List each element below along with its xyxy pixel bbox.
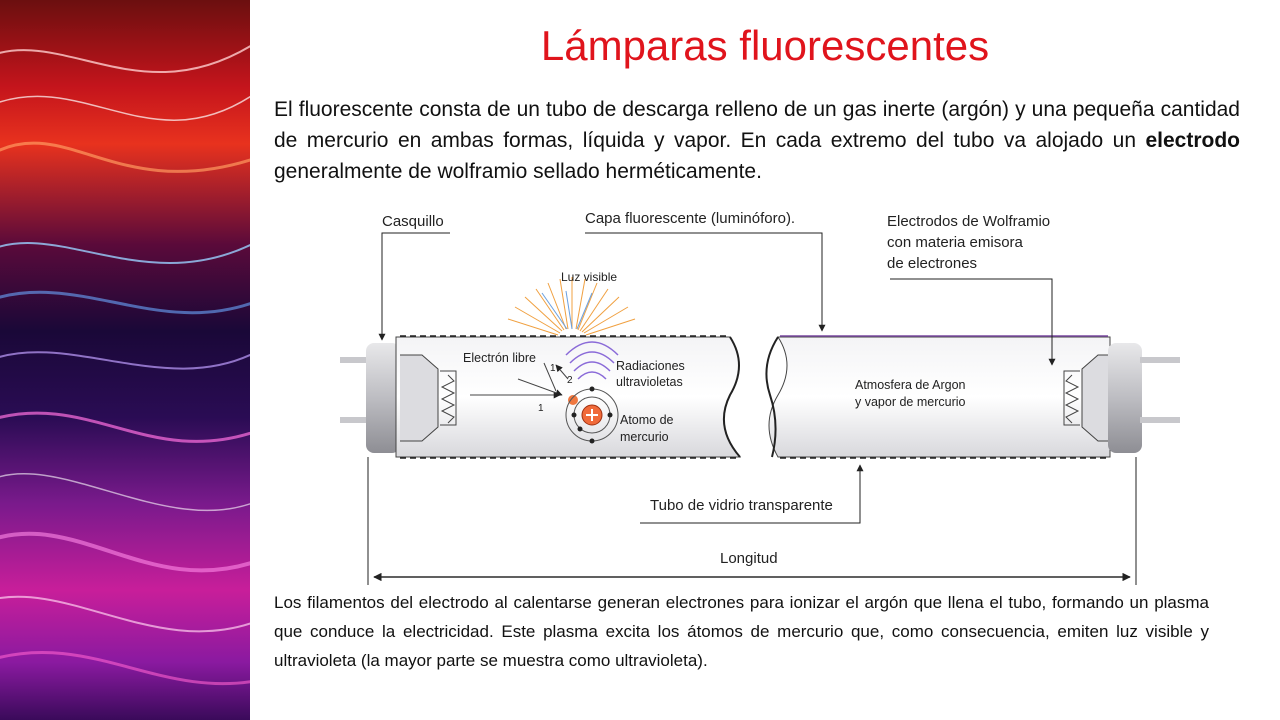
- abstract-light-streaks: [0, 44, 250, 686]
- label-n1b: 1: [538, 403, 544, 414]
- tubo-leader: [640, 464, 864, 524]
- label-electrodos-1: Electrodos de Wolframio: [887, 213, 1050, 230]
- right-tube-section: [768, 336, 1111, 458]
- label-atomo-2: mercurio: [620, 430, 669, 444]
- left-tube-section: [395, 336, 742, 458]
- label-luz-visible: Luz visible: [561, 270, 617, 284]
- intro-bold-term: electrodo: [1145, 129, 1240, 152]
- label-tubo-vidrio: Tubo de vidrio transparente: [650, 497, 833, 514]
- left-electrode: [400, 354, 457, 442]
- decorative-side-image: [0, 0, 250, 720]
- capa-leader: [585, 232, 826, 332]
- fluorescent-tube-diagram: Casquillo Capa fluorescente (luminóforo)…: [340, 210, 1180, 585]
- label-electron-libre: Electrón libre: [463, 351, 536, 365]
- label-electrodos-2: con materia emisora: [887, 234, 1024, 251]
- visible-light-rays: [507, 277, 636, 336]
- right-end-cap: [1108, 343, 1142, 453]
- label-radiaciones-2: ultravioletas: [616, 375, 683, 389]
- label-radiaciones-1: Radiaciones: [616, 359, 685, 373]
- closing-paragraph: Los filamentos del electrodo al calentar…: [274, 593, 1209, 670]
- left-pin-top: [340, 357, 370, 363]
- casquillo-leader: [378, 232, 450, 341]
- intro-text-start: El fluorescente consta de un tubo de des…: [274, 98, 1240, 152]
- label-atmosfera-1: Atmosfera de Argon: [855, 378, 966, 392]
- label-n2: 2: [567, 375, 573, 386]
- intro-text-end: generalmente de wolframio sellado hermét…: [274, 160, 762, 183]
- left-pin-bottom: [340, 417, 370, 423]
- page-title: Lámparas fluorescentes: [540, 22, 990, 69]
- electrodos-leader: [890, 278, 1056, 366]
- label-n1: 1: [550, 363, 556, 374]
- label-capa: Capa fluorescente (luminóforo).: [585, 210, 795, 227]
- label-longitud: Longitud: [720, 550, 778, 567]
- free-electron: [568, 395, 578, 405]
- intro-paragraph: El fluorescente consta de un tubo de des…: [274, 94, 1240, 187]
- label-atomo-1: Atomo de: [620, 413, 674, 427]
- label-electrodos-3: de electrones: [887, 255, 977, 272]
- label-atmosfera-2: y vapor de mercurio: [855, 395, 966, 409]
- uv-waves: [565, 341, 619, 380]
- label-casquillo: Casquillo: [382, 213, 444, 230]
- mercury-atom: [565, 386, 619, 444]
- left-end-cap: [366, 343, 400, 453]
